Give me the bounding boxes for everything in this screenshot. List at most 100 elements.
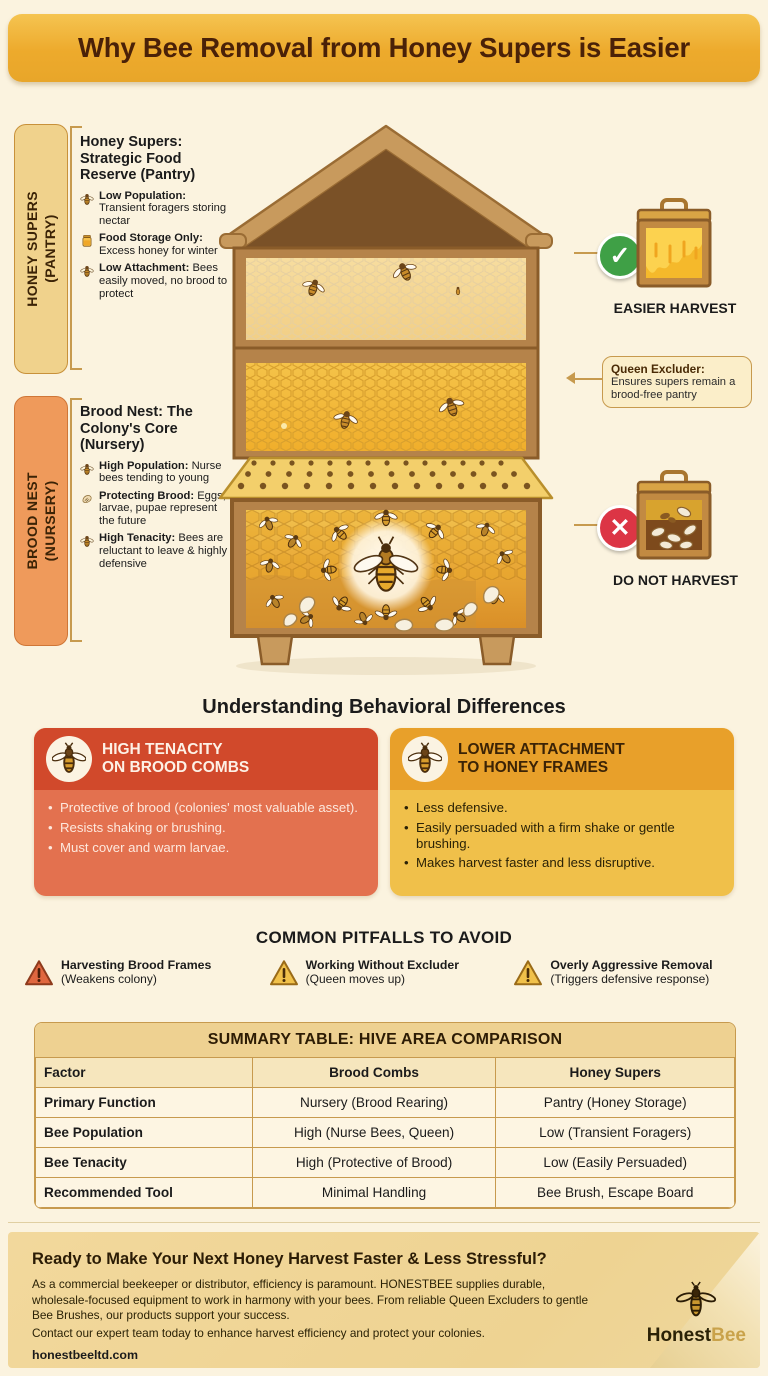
pitfall-subtitle: (Weakens colony) [61,972,157,986]
pitfall-title: Working Without Excluder [305,958,460,972]
brood-nest-info-block: Brood Nest: The Colony's Core (Nursery) … [80,404,230,575]
table-row: Recommended Tool Minimal Handling Bee Br… [35,1177,735,1208]
side-tab-honey-supers: HONEY SUPERS (PANTRY) [14,124,68,374]
pitfall-text: Overly Aggressive Removal (Triggers defe… [550,958,712,986]
card-title-line2: ON BROOD COMBS [102,759,250,776]
list-item: Makes harvest faster and less disruptive… [404,855,720,871]
table-row: Bee Population High (Nurse Bees, Queen) … [35,1117,735,1148]
honey-frame-icon [632,196,716,297]
list-item-title: Low Population: [99,189,186,202]
card-high-tenacity: HIGH TENACITY ON BROOD COMBS Protective … [34,728,378,896]
card-bullet-list: Less defensive. Easily persuaded with a … [390,790,734,871]
pitfalls-heading: COMMON PITFALLS TO AVOID [255,928,513,947]
card-title-line2: TO HONEY FRAMES [458,759,609,776]
brand-name-part1: Honest [646,1325,712,1346]
footer-cta: Ready to Make Your Next Honey Harvest Fa… [8,1232,760,1368]
brand-name-part2: Bee [711,1325,746,1346]
tab-label-line2: (NURSERY) [42,480,58,562]
list-item: High Population: Nurse bees tending to y… [80,460,230,485]
hive-cutaway-illustration [196,118,576,678]
arrow-icon [566,372,575,384]
card-title: HIGH TENACITY ON BROOD COMBS [102,741,249,777]
bee-icon [80,190,94,228]
connector-line-easier-harvest [574,252,600,254]
tab-label-line2: (PANTRY) [42,214,58,284]
do-not-harvest-label: DO NOT HARVEST [613,572,738,588]
footer-website-url[interactable]: honestbeeltd.com [32,1348,139,1362]
list-item-body: Excess honey for winter [99,244,218,257]
close-icon: ✕ [609,513,631,542]
table-cell: Low (Easily Persuaded) [495,1147,735,1178]
list-item-title: Food Storage Only: [99,232,203,245]
table-cell: Bee Population [35,1117,253,1148]
table-cell: Bee Brush, Escape Board [495,1177,735,1208]
table-cell: Primary Function [35,1087,253,1118]
table-cell: Minimal Handling [251,1177,497,1208]
list-item-body: Eggs, larvae, pupae represent the future [99,489,226,527]
bee-icon [80,262,94,300]
card-title: LOWER ATTACHMENT TO HONEY FRAMES [458,741,625,777]
list-item: Resists shaking or brushing. [48,820,364,836]
summary-table-wrapper: SUMMARY TABLE: HIVE AREA COMPARISON Fact… [34,1022,736,1209]
honey-supers-info-block: Honey Supers: Strategic Food Reserve (Pa… [80,134,230,305]
list-item-text: High Tenacity: Bees are reluctant to lea… [99,532,230,570]
list-item: Low Population: Transient foragers stori… [80,190,230,228]
check-icon: ✓ [609,241,631,270]
pitfall-text: Harvesting Brood Frames (Weakens colony) [61,958,211,986]
table-cell: Pantry (Honey Storage) [495,1087,735,1118]
side-tab-brood-nest-label: BROOD NEST (NURSERY) [23,472,59,569]
list-item-body: Nurse bees tending to young [99,459,222,485]
summary-table-caption: SUMMARY TABLE: HIVE AREA COMPARISON [35,1023,735,1057]
title-banner: Why Bee Removal from Honey Supers is Eas… [8,14,760,82]
connector-line-do-not-harvest [574,524,600,526]
bee-icon [80,460,94,485]
queen-excluder-grate [218,456,554,500]
list-item: Low Attachment: Bees easily moved, no br… [80,262,230,300]
larvae [283,585,500,632]
side-tab-brood-nest: BROOD NEST (NURSERY) [14,396,68,646]
pitfall-title: Overly Aggressive Removal [550,958,713,972]
list-item: Protective of brood (colonies' most valu… [48,800,364,816]
card-header: HIGH TENACITY ON BROOD COMBS [34,728,378,790]
list-item-title: High Population: [99,459,189,472]
column-header: Factor [35,1057,253,1088]
list-item-body: Bees easily moved, no brood to protect [99,262,228,300]
list-item-body: Bees are reluctant to leave & highly def… [99,532,228,570]
side-tab-honey-supers-label: HONEY SUPERS (PANTRY) [23,191,59,307]
bracket-brood [70,398,82,642]
brand-logo: HonestBee [647,1280,746,1347]
pitfall-subtitle: (Queen moves up) [305,972,406,986]
warning-triangle-icon [514,960,543,986]
tab-label-line1: BROOD NEST [24,472,40,570]
table-row: Bee Tenacity High (Protective of Brood) … [35,1147,735,1178]
bracket-supers [70,126,82,370]
pitfall-item: Harvesting Brood Frames (Weakens colony) [24,958,259,988]
bee-icon [80,532,94,570]
page-title: Why Bee Removal from Honey Supers is Eas… [78,32,690,63]
table-cell: High (Protective of Brood) [251,1147,497,1178]
list-item-text: High Population: Nurse bees tending to y… [99,460,230,485]
list-item-title: Low Attachment: [99,262,190,275]
success-check-badge: ✓ [597,233,643,279]
table-row: Primary Function Nursery (Brood Rearing)… [35,1087,735,1118]
footer-heading: Ready to Make Your Next Honey Harvest Fa… [32,1250,547,1268]
column-header: Honey Supers [495,1057,735,1088]
queen-excluder-body: Ensures supers remain a brood-free pantr… [611,376,736,401]
bee-icon [676,1281,717,1317]
list-item: Must cover and warm larvae. [48,840,364,856]
easier-harvest-label: EASIER HARVEST [613,300,737,316]
queen-excluder-title: Queen Excluder: [611,362,705,376]
card-title-line1: HIGH TENACITY [102,741,223,758]
connector-line-queen-excluder [574,378,602,380]
footer-divider [8,1222,760,1223]
warning-triangle-icon [269,960,298,986]
table-cell: High (Nurse Bees, Queen) [251,1117,497,1148]
list-item: Food Storage Only: Excess honey for wint… [80,232,230,257]
queen-bee [353,536,419,592]
list-item-text: Low Attachment: Bees easily moved, no br… [99,262,230,300]
tab-label-line1: HONEY SUPERS [24,191,40,307]
list-item: Easily persuaded with a firm shake or ge… [404,820,720,852]
list-item-title: High Tenacity: [99,532,176,545]
card-bullet-list: Protective of brood (colonies' most valu… [34,790,378,855]
